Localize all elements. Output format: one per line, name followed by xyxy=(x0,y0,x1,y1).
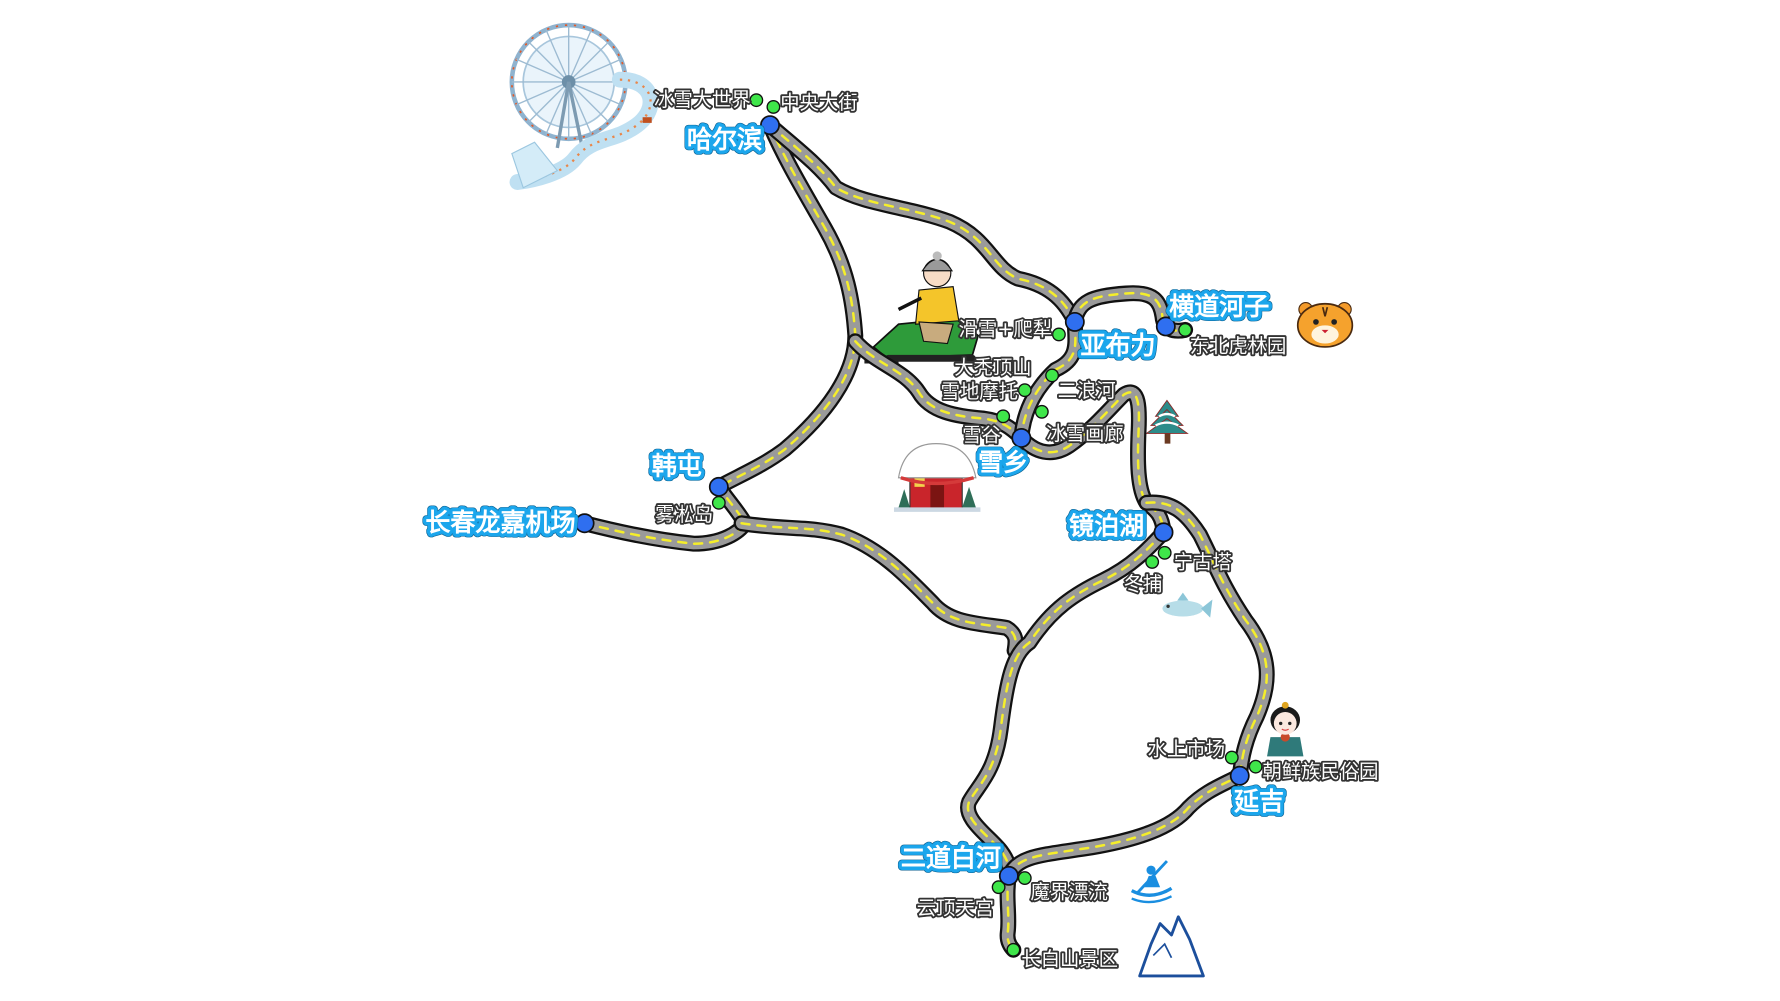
city-label: 韩屯 xyxy=(652,451,702,480)
poi-label: 宁古塔 xyxy=(1174,551,1232,574)
poi-marker[interactable] xyxy=(711,495,726,510)
location-markers xyxy=(574,93,1263,957)
road-segment xyxy=(733,515,1024,659)
fish-icon xyxy=(1162,592,1213,618)
poi-label: 水上市场 xyxy=(1148,737,1225,760)
poi-label: 冰雪画廊 xyxy=(1046,422,1123,445)
road-segment xyxy=(960,524,1172,884)
korean-girl-icon xyxy=(1267,701,1304,757)
snowy-pine-tree-icon xyxy=(1145,399,1189,444)
road-segment xyxy=(1138,494,1275,784)
city-label: 亚布力 xyxy=(1081,331,1156,360)
city-marker[interactable] xyxy=(708,476,729,497)
changbai-mountain-icon xyxy=(1138,915,1205,978)
tiger-face-icon xyxy=(1296,302,1354,348)
poi-label: 朝鲜族民俗园 xyxy=(1262,760,1378,783)
city-marker[interactable] xyxy=(998,865,1019,886)
poi-marker[interactable] xyxy=(996,409,1011,424)
city-label: 二道白河 xyxy=(901,844,1001,873)
poi-marker[interactable] xyxy=(1157,545,1172,560)
snow-house-icon xyxy=(893,443,981,512)
city-label: 长春龙嘉机场 xyxy=(425,508,575,537)
poi-marker[interactable] xyxy=(1145,554,1160,569)
snowmobile-girl-icon xyxy=(864,251,980,364)
poi-label: 冬捕 xyxy=(1124,572,1163,595)
poi-marker[interactable] xyxy=(766,100,781,114)
poi-label: 二浪河 xyxy=(1058,379,1116,402)
city-marker[interactable] xyxy=(760,115,780,136)
city-marker[interactable] xyxy=(1229,765,1250,786)
road-segment xyxy=(999,867,1022,958)
city-label: 雪乡 xyxy=(978,448,1028,477)
city-marker[interactable] xyxy=(1155,316,1176,337)
poi-marker[interactable] xyxy=(1017,383,1032,398)
poi-label: 滑雪+爬犁 xyxy=(959,318,1053,341)
poi-label: 雪地摩托 xyxy=(941,380,1018,403)
poi-label: 冰雪大世界 xyxy=(654,88,751,111)
poi-label: 魔界漂流 xyxy=(1030,881,1107,904)
poi-marker[interactable] xyxy=(991,880,1006,895)
road-segment xyxy=(576,478,753,552)
city-marker[interactable] xyxy=(1011,427,1032,448)
city-marker[interactable] xyxy=(1064,311,1085,332)
poi-marker[interactable] xyxy=(1006,942,1021,957)
poi-marker[interactable] xyxy=(1017,871,1032,886)
city-label: 镜泊湖 xyxy=(1069,512,1144,541)
poi-marker[interactable] xyxy=(1045,368,1060,383)
poi-label: 中央大街 xyxy=(780,91,857,114)
poi-marker[interactable] xyxy=(1051,327,1066,342)
kayak-icon xyxy=(1130,860,1173,904)
city-marker[interactable] xyxy=(1153,522,1174,543)
poi-label: 东北虎林园 xyxy=(1190,335,1287,358)
poi-label: 云顶天宫 xyxy=(917,897,994,920)
road-segment xyxy=(1000,767,1248,884)
city-label: 横道河子 xyxy=(1169,292,1269,321)
poi-label: 长白山景区 xyxy=(1021,948,1118,971)
city-label: 延吉 xyxy=(1233,787,1284,816)
poi-marker[interactable] xyxy=(1248,759,1263,774)
city-marker[interactable] xyxy=(574,513,595,534)
ferris-wheel-ice-slide-icon xyxy=(509,22,659,190)
road-segment xyxy=(847,333,1030,446)
poi-label: 大秃顶山 xyxy=(954,356,1031,379)
poi-marker[interactable] xyxy=(1224,750,1239,765)
poi-marker[interactable] xyxy=(749,93,764,108)
city-label: 哈尔滨 xyxy=(687,125,762,154)
poi-marker[interactable] xyxy=(1034,404,1049,419)
poi-marker[interactable] xyxy=(1178,322,1193,337)
poi-label: 雪谷 xyxy=(962,423,1001,446)
poi-label: 雾凇岛 xyxy=(655,503,713,526)
road-segment xyxy=(762,117,1083,330)
